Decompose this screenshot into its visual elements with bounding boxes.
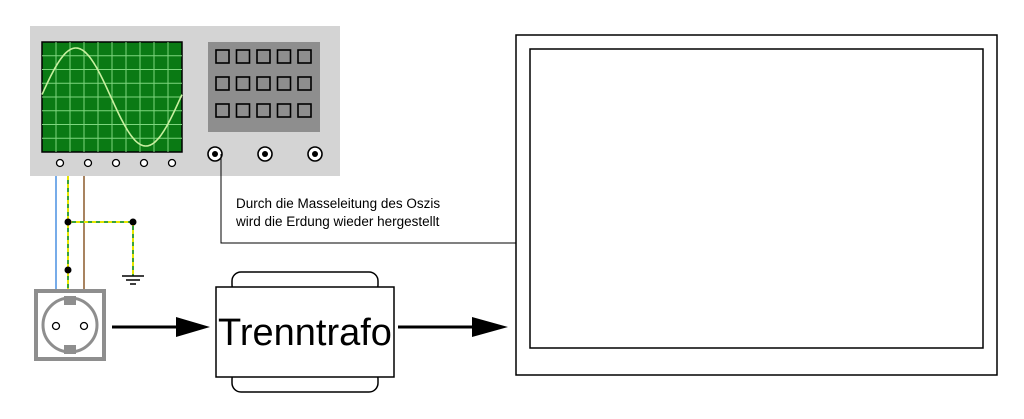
- panel-button: [276, 103, 292, 118]
- input-jack: [83, 158, 93, 168]
- panel-button: [276, 76, 292, 91]
- ground-symbol-icon: [122, 275, 144, 285]
- panel-button: [215, 49, 230, 64]
- input-jack: [167, 158, 177, 168]
- panel-button: [276, 49, 292, 64]
- oscilloscope: [30, 26, 340, 176]
- panel-button: [297, 49, 312, 64]
- panel-button: [256, 103, 271, 118]
- oscilloscope-trace: [41, 47, 183, 147]
- oscilloscope-input-jacks: [55, 158, 177, 168]
- socket-icon: [34, 289, 106, 361]
- panel-button: [256, 49, 271, 64]
- input-jack: [111, 158, 121, 168]
- monitor-icon: [515, 34, 998, 376]
- panel-button: [215, 103, 230, 118]
- panel-button: [297, 103, 312, 118]
- oscilloscope-ground-lead: [220, 154, 516, 244]
- oscilloscope-grid: [42, 42, 182, 152]
- transformer-body: [215, 286, 395, 378]
- isolation-transformer: Trenntrafo: [215, 271, 395, 393]
- transformer-label: Trenntrafo: [218, 312, 392, 354]
- junction-dot: [64, 266, 72, 274]
- panel-button: [235, 76, 251, 91]
- junction-dot: [64, 218, 72, 226]
- arrow-right-icon: [112, 317, 210, 337]
- oscilloscope-bnc-connectors: [207, 146, 323, 162]
- bnc-connector-pin: [312, 151, 318, 157]
- bnc-connector-pin: [262, 151, 268, 157]
- panel-button: [235, 49, 251, 64]
- input-jack: [55, 158, 65, 168]
- oscilloscope-buttons: [215, 49, 312, 118]
- panel-button: [215, 76, 230, 91]
- panel-button: [297, 76, 312, 91]
- panel-button: [235, 103, 251, 118]
- panel-button: [256, 76, 271, 91]
- annotation-line-1: Durch die Masseleitung des Oszis: [236, 196, 440, 211]
- input-jack: [139, 158, 149, 168]
- bnc-connector-pin: [212, 151, 218, 157]
- junction-dot: [129, 218, 137, 226]
- arrow-right-icon: [398, 317, 508, 337]
- monitor-screen: [529, 48, 984, 349]
- annotation-line-2: wird die Erdung wieder hergestellt: [235, 214, 440, 229]
